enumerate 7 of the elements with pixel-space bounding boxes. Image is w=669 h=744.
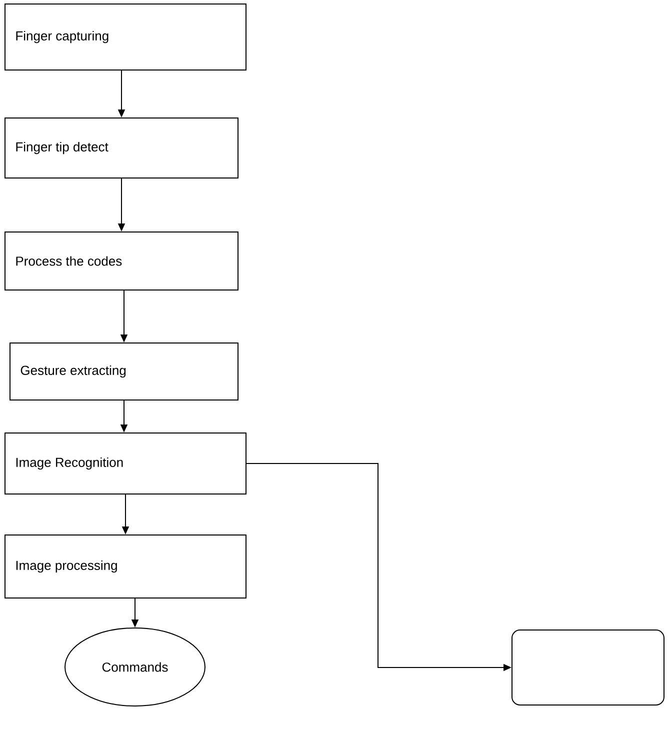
process-box: Gesture extracting — [10, 342, 238, 400]
rounded-box — [512, 630, 664, 706]
process-box: Finger capturing — [4, 4, 246, 70]
process-box: Process the codes — [4, 232, 238, 290]
process-box: Finger tip detect — [4, 118, 238, 178]
process-box: Image Recognition — [4, 432, 246, 494]
process-box: Image processing — [4, 534, 246, 598]
